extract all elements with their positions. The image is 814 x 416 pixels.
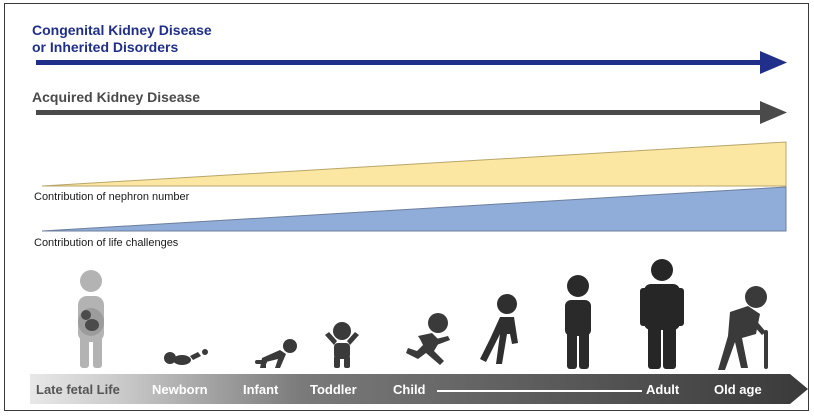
stage-toddler: Toddler bbox=[310, 382, 357, 397]
life-challenges-wedge bbox=[41, 186, 787, 232]
adult-figure-icon bbox=[640, 259, 684, 369]
elderly-figure-icon bbox=[718, 286, 768, 370]
congenital-heading-line2: or Inherited Disorders bbox=[32, 39, 179, 55]
fetal-figure-icon bbox=[78, 270, 104, 368]
child-figure-icon bbox=[406, 313, 450, 365]
child-to-adult-line bbox=[437, 390, 642, 392]
acquired-disease-heading: Acquired Kidney Disease bbox=[32, 89, 201, 105]
stage-adult: Adult bbox=[646, 382, 680, 397]
acquired-arrow bbox=[36, 101, 787, 124]
nephron-number-label: Contribution of nephron number bbox=[34, 191, 190, 203]
toddler-figure-icon bbox=[325, 322, 359, 368]
stage-newborn: Newborn bbox=[152, 382, 208, 397]
timeline-arrow bbox=[30, 374, 808, 404]
newborn-figure-icon bbox=[164, 349, 208, 365]
stage-old-age: Old age bbox=[714, 382, 762, 397]
life-challenges-label: Contribution of life challenges bbox=[34, 237, 179, 249]
infant-figure-icon bbox=[255, 339, 297, 368]
congenital-heading-line1: Congenital Kidney Disease bbox=[32, 22, 212, 38]
congenital-disease-heading: Congenital Kidney Disease or Inherited D… bbox=[32, 22, 212, 56]
young-adult-figure-icon bbox=[565, 275, 591, 369]
stage-late-fetal-life: Late fetal Life bbox=[36, 382, 120, 397]
nephron-number-wedge bbox=[41, 141, 787, 187]
teen-figure-icon bbox=[480, 294, 518, 364]
congenital-arrow bbox=[36, 51, 787, 74]
stage-child: Child bbox=[393, 382, 426, 397]
stage-infant: Infant bbox=[243, 382, 279, 397]
